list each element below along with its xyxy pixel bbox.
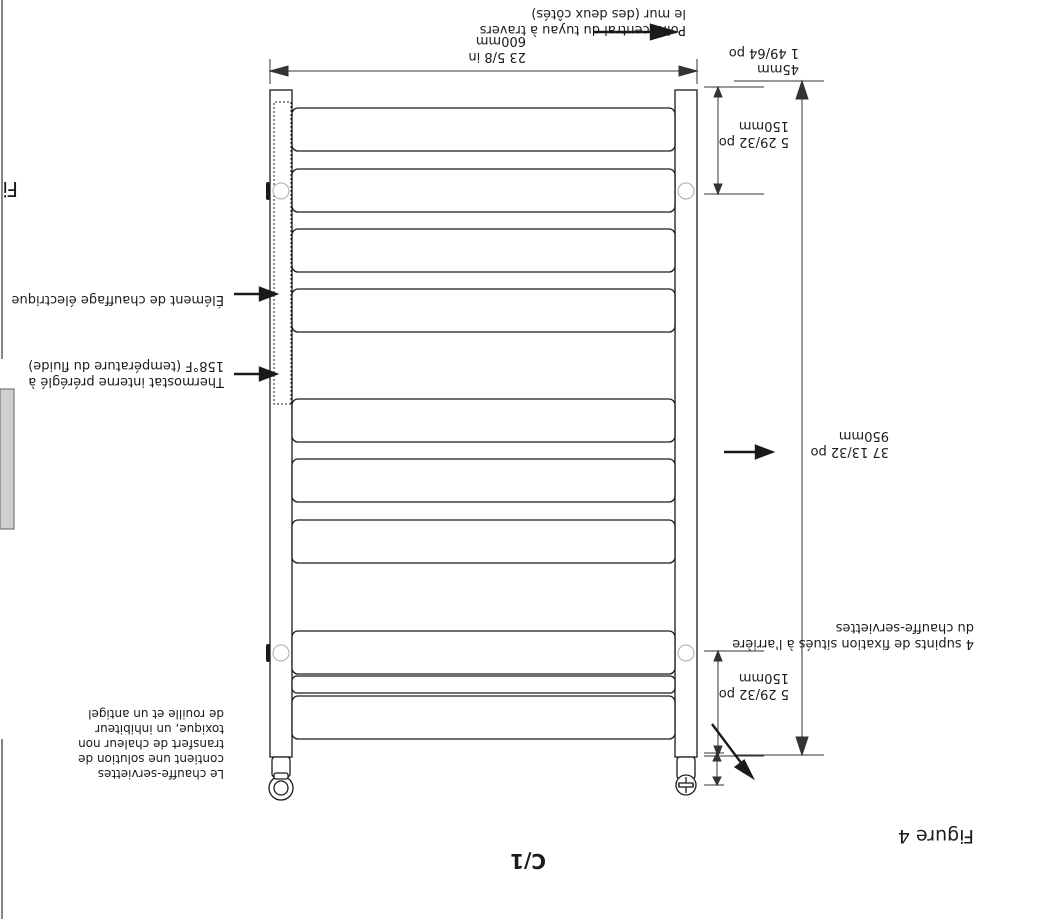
mount-point-icon [677, 182, 695, 200]
top-offset-dimension: 45mm 1 49/64 po [728, 45, 799, 76]
towel-bar [291, 398, 676, 443]
mount-point-icon [677, 644, 695, 662]
heating-element-label: Élément de chauffage électrique [11, 292, 224, 307]
towel-bar [291, 519, 676, 564]
cut-figure-label: Fi [2, 177, 18, 201]
height-dimension: 37 13/32 po 950mm [810, 428, 889, 459]
thermostat-label: Thermostat interne préréglé à 158°F (tem… [28, 358, 224, 389]
towel-bar [291, 458, 676, 503]
right-valve-icon [268, 756, 294, 801]
mount-point-icon [272, 182, 290, 200]
towel-bar [291, 228, 676, 273]
figure-title: Figure 4 [897, 825, 974, 847]
towel-bars [291, 107, 676, 740]
width-dimension: 23 5/8 in 600mm [468, 33, 526, 64]
towel-bar [291, 107, 676, 152]
upper-mount-dimension: 5 29/32 po 150mm [718, 118, 789, 149]
mount-point-icon [272, 644, 290, 662]
heating-element [273, 101, 292, 405]
towel-bar [291, 695, 676, 740]
supports-label: 4 supints de fixation situés à l'arrière… [732, 620, 974, 651]
towel-bar [291, 630, 676, 675]
towel-bar [291, 168, 676, 213]
towel-bar [291, 288, 676, 333]
fluid-note: Le chauffe-serviettes contient une solut… [78, 707, 224, 781]
left-valve-icon [675, 756, 697, 796]
adjacent-figure-fragment [0, 0, 15, 919]
lower-mount-dimension: 5 29/32 po 150mm [718, 670, 789, 701]
towel-bar [291, 675, 676, 694]
page-code: C/1 [510, 849, 546, 873]
